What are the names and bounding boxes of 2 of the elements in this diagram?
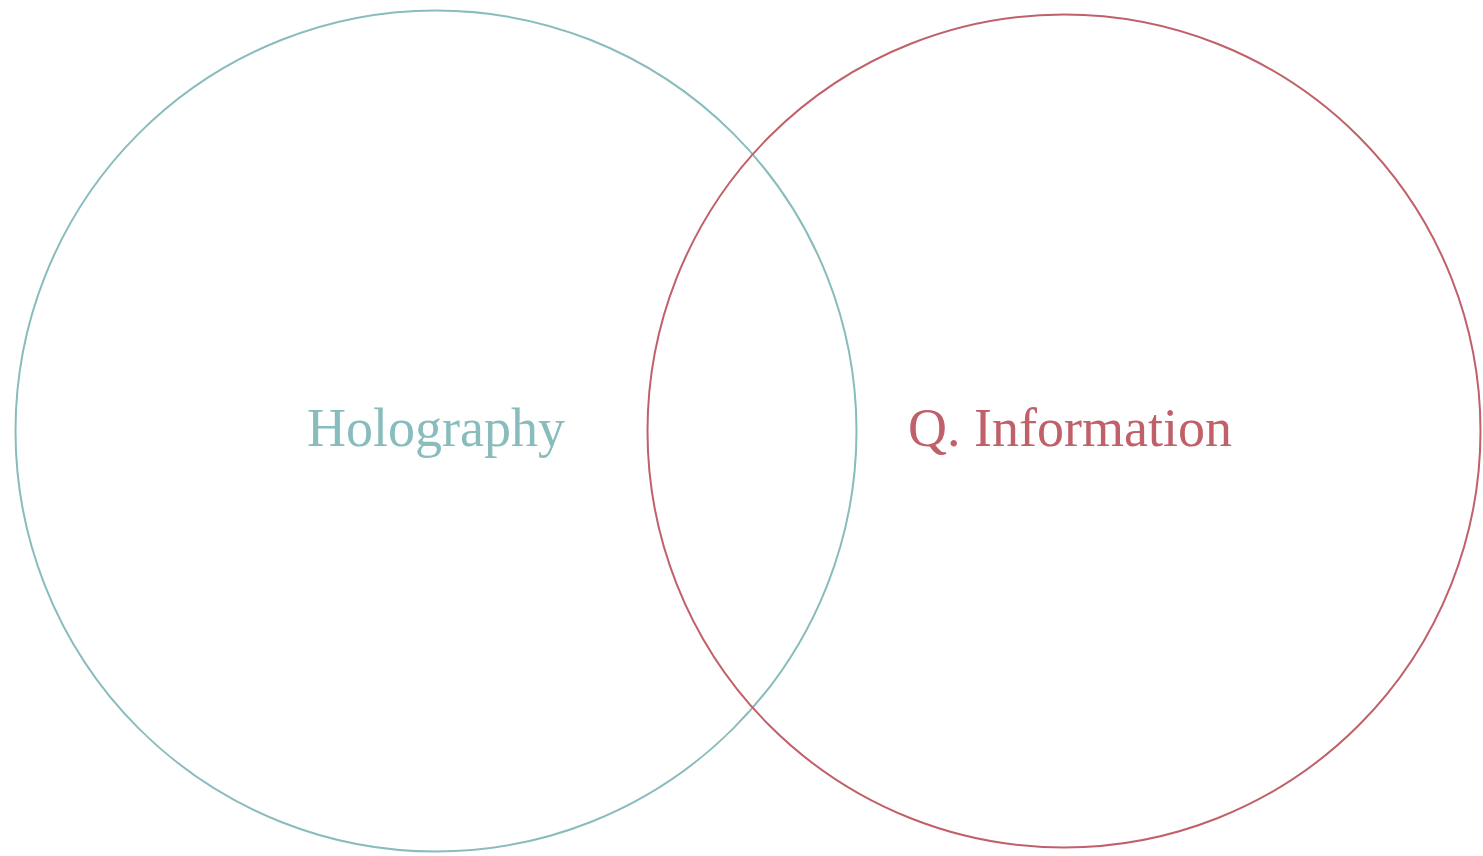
set-label: Q. Information xyxy=(908,397,1232,459)
set-label: Holography xyxy=(307,397,565,459)
